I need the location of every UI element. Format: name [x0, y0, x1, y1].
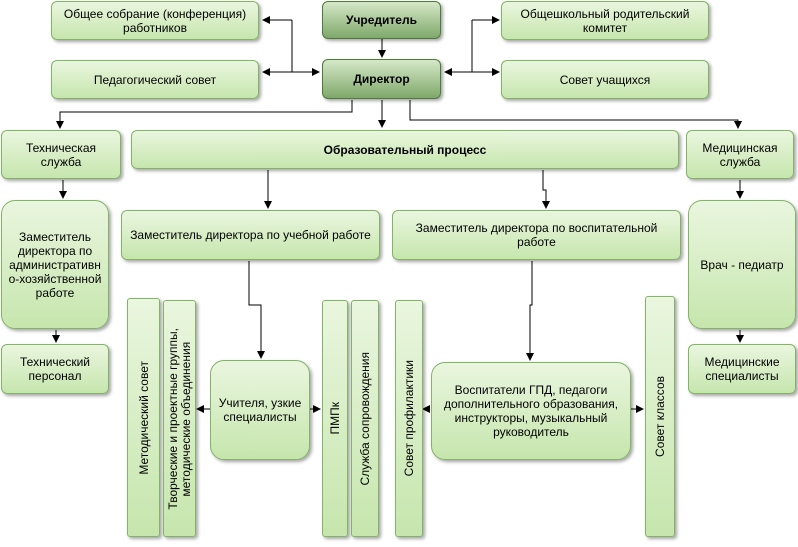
pediatrician-box: Врач - педиатр	[688, 200, 796, 329]
connector-academic-teachers	[248, 261, 265, 359]
director-box: Директор	[322, 59, 441, 99]
class-council-box: Совет классов	[645, 296, 675, 537]
pedagogical-council-label: Педагогический совет	[93, 72, 217, 87]
technical-service-box: Техническая служба	[1, 130, 121, 179]
creative-groups-label: Творческие и проектные группы, методичес…	[165, 327, 193, 510]
parent-committee-box: Общешкольный родительский комитет	[501, 1, 709, 40]
pedagogical-council-box: Педагогический совет	[51, 60, 259, 99]
director-label: Директор	[353, 72, 410, 86]
creative-groups-line2: методические объединения	[178, 341, 193, 496]
pediatrician-label: Врач - педиатр	[700, 257, 784, 272]
creative-groups-box: Творческие и проектные группы, методичес…	[163, 300, 196, 537]
creative-groups-line1: Творческие и проектные группы,	[165, 327, 180, 510]
methodical-council-box: Методический совет	[127, 298, 160, 537]
student-council-label: Совет учащихся	[559, 72, 651, 87]
connector-director-technical	[56, 100, 353, 129]
connector-director-medical	[409, 100, 742, 129]
teachers-label: Учителя, узкие специалисты	[218, 396, 302, 424]
medical-specialists-box: Медицинские специалисты	[688, 344, 796, 394]
support-service-box: Служба сопровождения	[351, 300, 379, 537]
class-council-label: Совет классов	[653, 376, 667, 457]
prevention-council-box: Совет профилактики	[395, 300, 423, 537]
student-council-box: Совет учащихся	[501, 60, 709, 99]
deputy-admin-label: Заместитель директора по административно…	[8, 229, 102, 300]
pmpk-label: ПМПк	[328, 402, 342, 435]
connector-edu-upbringing	[542, 170, 550, 209]
methodical-council-label: Методический совет	[136, 360, 151, 475]
educational-process-label: Образовательный процесс	[323, 142, 487, 157]
pmpk-box: ПМПк	[322, 300, 348, 537]
medical-specialists-label: Медицинские специалисты	[704, 355, 780, 383]
general-meeting-label: Общее собрание (конференция) работников	[63, 6, 247, 35]
deputy-upbringing-box: Заместитель директора по воспитательной …	[392, 210, 681, 260]
technical-service-label: Техническая служба	[25, 140, 96, 169]
support-service-label: Служба сопровождения	[358, 351, 372, 486]
deputy-academic-label: Заместитель директора по учебной работе	[130, 228, 371, 242]
deputy-academic-box: Заместитель директора по учебной работе	[121, 210, 380, 260]
educational-process-box: Образовательный процесс	[131, 130, 679, 169]
connector-upbringing-educators	[526, 261, 534, 361]
founder-box: Учредитель	[322, 1, 441, 39]
educators-box: Воспитатели ГПД, педагоги дополнительног…	[431, 362, 631, 460]
founder-label: Учредитель	[346, 13, 417, 27]
educators-label: Воспитатели ГПД, педагоги дополнительног…	[443, 383, 619, 439]
technical-staff-box: Технический персонал	[1, 344, 109, 394]
teachers-box: Учителя, узкие специалисты	[210, 360, 310, 460]
deputy-admin-box: Заместитель директора по административно…	[1, 200, 109, 329]
parent-committee-label: Общешкольный родительский комитет	[520, 6, 690, 35]
medical-service-label: Медицинская служба	[702, 140, 778, 169]
general-meeting-box: Общее собрание (конференция) работников	[51, 1, 259, 40]
prevention-council-label: Совет профилактики	[402, 360, 416, 477]
technical-staff-label: Технический персонал	[20, 355, 90, 383]
medical-service-box: Медицинская служба	[686, 130, 794, 179]
deputy-upbringing-label: Заместитель директора по воспитательной …	[415, 221, 658, 249]
